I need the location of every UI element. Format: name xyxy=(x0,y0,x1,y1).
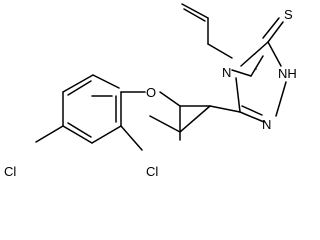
aryl-bond-2 xyxy=(62,74,94,93)
allyl-terminal-double-bond-inner xyxy=(183,8,206,22)
ring-bond-c3-n2 xyxy=(250,55,264,77)
dichlorophenyl-ring xyxy=(35,74,211,151)
chlorine-ortho-label: Cl xyxy=(146,164,158,179)
aryl-bond-2-inner xyxy=(67,80,92,96)
ring-bond-c3-n4-top xyxy=(240,41,269,67)
aryl-bond-5 xyxy=(91,125,122,144)
allyl-ch2-bond xyxy=(207,43,233,59)
ethoxy-linker xyxy=(149,105,241,133)
n4-atom-label: N xyxy=(222,65,231,80)
chlorine-para-label: Cl xyxy=(4,164,16,179)
ether-oxygen-label: O xyxy=(146,85,156,100)
aryl-bond-4 xyxy=(62,125,93,144)
ring-bond-c3-n4 xyxy=(231,69,252,77)
allyl-group xyxy=(181,3,233,59)
o-ch-bond xyxy=(159,91,181,107)
c-cl-ortho-bond xyxy=(120,125,143,151)
triazole-ring xyxy=(231,17,287,123)
aryl-bond-1 xyxy=(92,74,120,89)
n1-atom-label: N xyxy=(262,117,271,132)
c5-ch-bond xyxy=(209,105,241,113)
ch-methyl-bond xyxy=(149,115,181,133)
sulfur-atom-label: S xyxy=(284,7,293,22)
thione-double-bond xyxy=(267,21,284,43)
aryl-bond-4-inner xyxy=(67,122,92,138)
ring-bond-c5-n1 xyxy=(239,111,265,123)
molecule-structure: S N NH N O Cl Cl xyxy=(4,3,297,179)
allyl-terminal-double-bond xyxy=(181,3,209,19)
ring-bond-nh-c3 xyxy=(267,41,282,67)
c-cl-para-bond xyxy=(35,125,64,143)
nh-atom-label: NH xyxy=(278,66,297,81)
ch-o-bond xyxy=(179,105,211,133)
ring-bond-n4-c5 xyxy=(235,77,241,113)
ring-bond-c5-n1-double xyxy=(241,105,263,116)
thione-double-bond-inner xyxy=(262,17,280,39)
atom-labels: S N NH N O Cl Cl xyxy=(4,7,297,179)
ring-bond-n1-nh xyxy=(275,81,287,117)
